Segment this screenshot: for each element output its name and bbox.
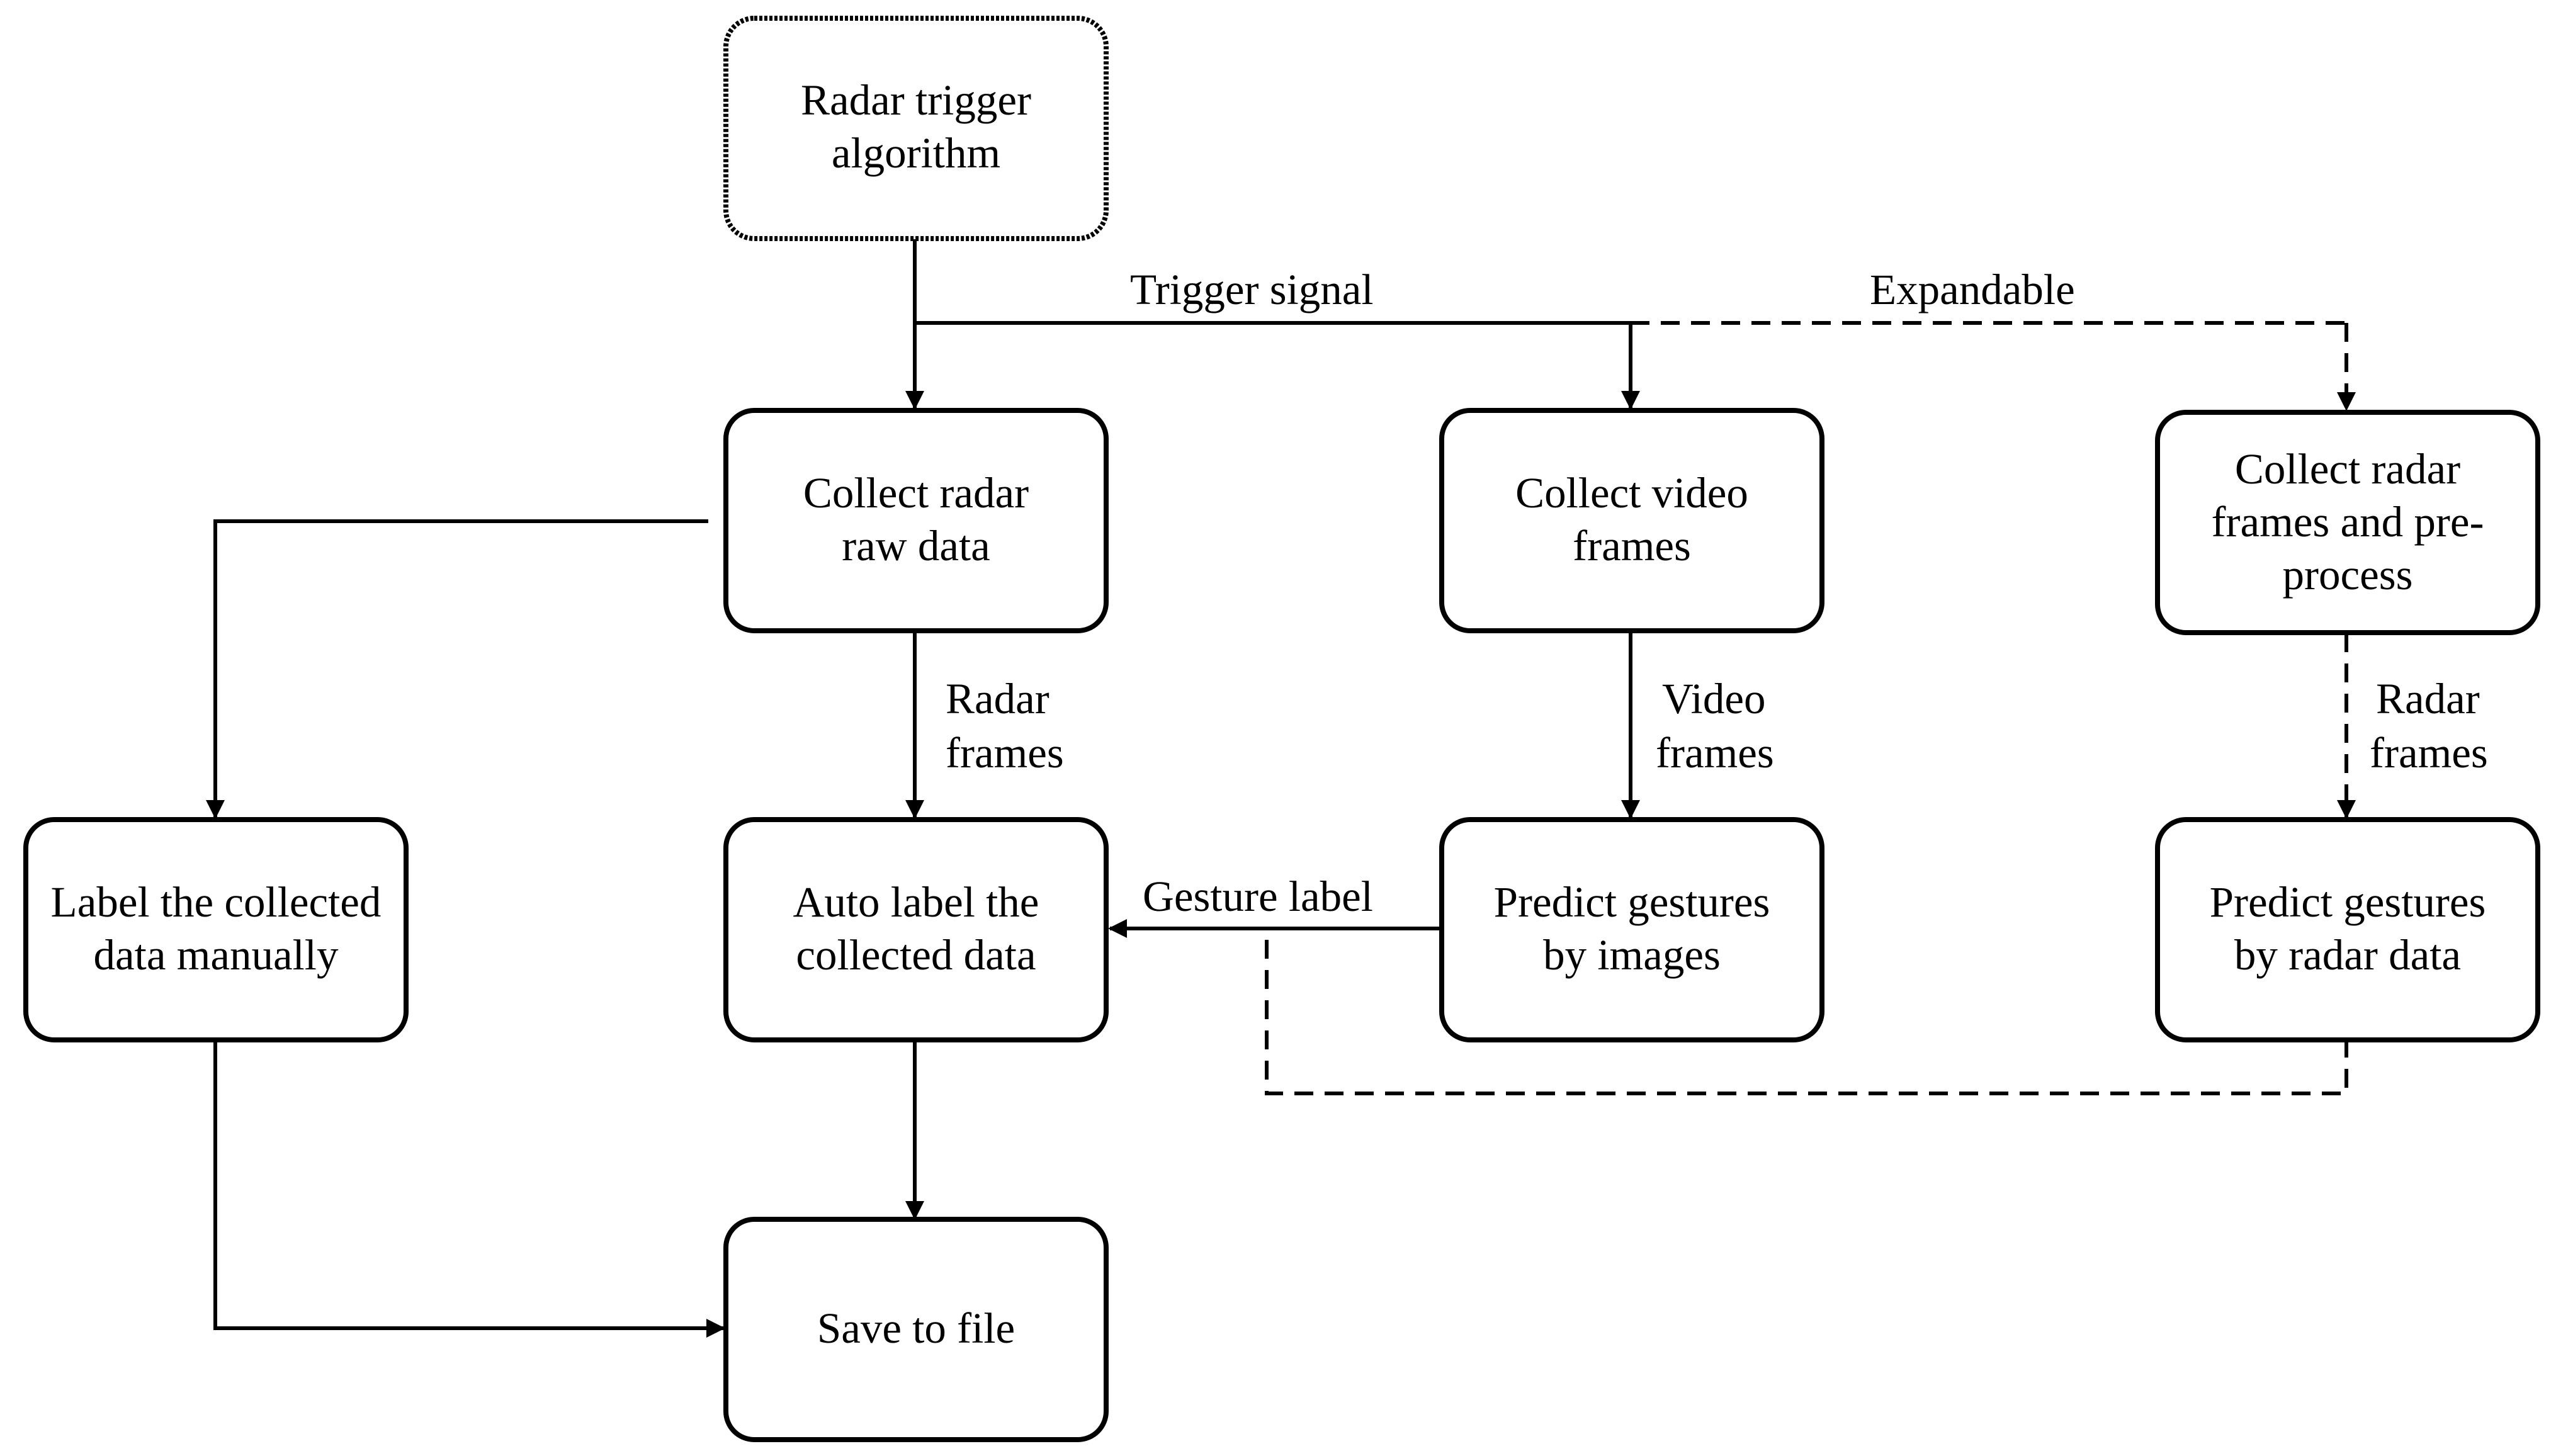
label-gesture-label: Gesture label: [1143, 872, 1373, 920]
node-collect-radar-frames: Collect radar frames and pre- process: [2155, 410, 2540, 635]
node-predict-images-line2: by images: [1543, 931, 1721, 979]
node-collect-video: Collect video frames: [1439, 408, 1824, 633]
edge-predict-radar-loop: [1265, 928, 2348, 1095]
node-radar-trigger-line2: algorithm: [832, 129, 1000, 177]
node-collect-radar-raw-line1: Collect radar: [803, 469, 1029, 517]
node-predict-radar-line1: Predict gestures: [2210, 878, 2486, 926]
node-auto-label-line1: Auto label the: [793, 878, 1039, 926]
node-predict-radar: Predict gestures by radar data: [2155, 817, 2540, 1042]
connectors: [206, 239, 2356, 1338]
node-collect-radar-frames-line2: frames and pre-: [2212, 498, 2484, 546]
node-auto-label: Auto label the collected data: [723, 817, 1109, 1042]
node-label-manual: Label the collected data manually: [23, 817, 409, 1042]
node-predict-images: Predict gestures by images: [1439, 817, 1824, 1042]
edge-raw-to-label-manual: [206, 519, 708, 819]
label-radar-frames-1-line1: Radar: [946, 675, 1049, 723]
node-radar-trigger: Radar trigger algorithm: [723, 16, 1109, 241]
edge-label-manual-to-save: [213, 1039, 725, 1338]
node-label-manual-line2: data manually: [94, 931, 339, 979]
label-video-frames-line1: Video: [1662, 675, 1765, 723]
node-radar-trigger-line1: Radar trigger: [801, 76, 1031, 124]
node-collect-video-line2: frames: [1573, 522, 1691, 570]
node-collect-radar-raw-line2: raw data: [842, 522, 990, 570]
label-radar-frames-2-line1: Radar: [2376, 675, 2480, 723]
label-video-frames-line2: frames: [1656, 729, 1774, 777]
label-expandable: Expandable: [1870, 266, 2075, 313]
node-predict-images-line1: Predict gestures: [1494, 878, 1770, 926]
node-save-file-line1: Save to file: [817, 1304, 1015, 1352]
node-label-manual-line1: Label the collected: [51, 878, 382, 926]
node-collect-radar-raw: Collect radar raw data: [723, 408, 1109, 633]
node-collect-video-line1: Collect video: [1515, 469, 1748, 517]
node-auto-label-line2: collected data: [796, 931, 1036, 979]
node-save-file: Save to file: [723, 1217, 1109, 1442]
node-predict-radar-line2: by radar data: [2234, 931, 2461, 979]
label-trigger-signal: Trigger signal: [1130, 266, 1374, 313]
label-radar-frames-2-line2: frames: [2370, 729, 2488, 777]
node-collect-radar-frames-line1: Collect radar: [2235, 445, 2460, 493]
label-radar-frames-1-line2: frames: [946, 729, 1064, 777]
node-collect-radar-frames-line3: process: [2283, 551, 2413, 599]
